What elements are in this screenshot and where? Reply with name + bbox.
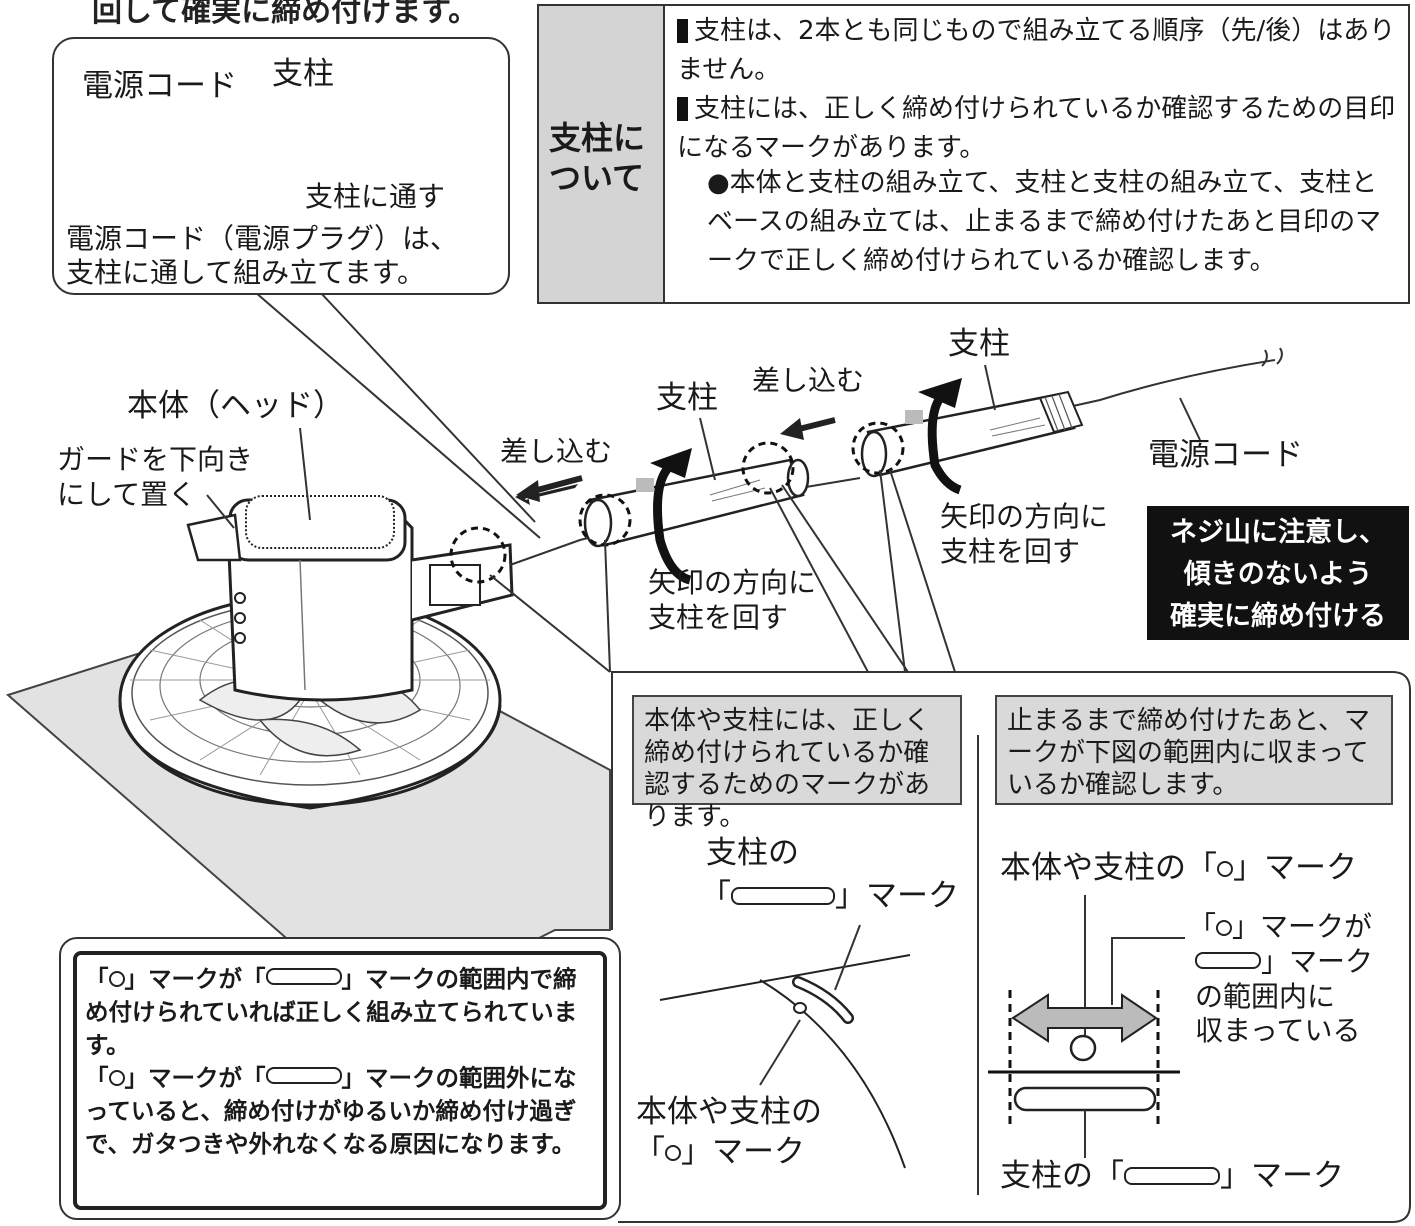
square-bullet-icon <box>677 19 688 43</box>
square-bullet-icon <box>677 97 688 121</box>
pass-through-label: 支柱に通す <box>305 180 446 213</box>
range-note-line1: 「」マークが <box>1188 910 1373 943</box>
cord-caption-line1: 電源コード（電源プラグ）は、 <box>66 222 459 255</box>
body-mark-label-line2: 「」マーク <box>634 1134 805 1170</box>
explanation-paragraph-2: 「」マークが「」マークの範囲外になっていると、締め付けがゆるいか締め付け過ぎで、… <box>85 1064 577 1158</box>
pill-mark-icon <box>265 1067 342 1084</box>
range-top-label: 本体や支柱の「」マーク <box>1000 850 1357 886</box>
pole-label-middle: 支柱 <box>656 380 718 416</box>
circle-mark-icon <box>108 1070 125 1086</box>
range-note-line4: 収まっている <box>1195 1014 1361 1047</box>
insert-label-right: 差し込む <box>752 364 865 397</box>
guard-note-line2: にして置く <box>57 478 197 511</box>
explanation-box: 「」マークが「」マークの範囲内で締め付けられていれば正しく組み立てられています。… <box>73 951 607 1210</box>
circle-mark-icon <box>1216 920 1233 936</box>
pole-mark-label-line1: 支柱の <box>706 835 799 871</box>
check-note-box: 止まるまで締め付けたあと、マークが下図の範囲内に収まっているか確認します。 <box>995 695 1393 805</box>
about-title-cell: 支柱について <box>539 6 665 302</box>
range-note-line3: の範囲内に <box>1195 980 1336 1013</box>
pill-mark-icon <box>1195 952 1261 969</box>
pole-right-icon <box>860 390 1084 478</box>
guard-note-line1: ガードを下向き <box>57 443 254 476</box>
detail-panel-outline <box>611 671 1411 1223</box>
about-sub-bullet: ●本体と支柱の組み立て、支柱と支柱の組み立て、支柱とベースの組み立ては、止まるま… <box>707 168 1382 276</box>
insert-arrow-left-icon <box>515 484 578 505</box>
pill-mark-icon <box>1124 1167 1220 1185</box>
range-note-line2: 」マーク <box>1195 945 1373 979</box>
circle-mark-icon <box>108 971 125 987</box>
warning-line3: 確実に締め付ける <box>1170 601 1386 632</box>
warning-line2: 傾きのないよう <box>1183 559 1373 590</box>
rotate-note-right-line1: 矢印の方向に <box>940 500 1109 533</box>
power-cord-label: 電源コード <box>1148 437 1303 473</box>
thread-warning-badge: ネジ山に注意し、 傾きのないよう 確実に締め付ける <box>1147 506 1409 640</box>
fan-body-icon <box>186 495 514 702</box>
rotate-note-left-line1: 矢印の方向に <box>648 566 817 599</box>
rotate-note-right-line2: 支柱を回す <box>940 535 1081 568</box>
circle-mark-icon <box>1217 861 1233 877</box>
rotate-note-left-line2: 支柱を回す <box>648 601 789 634</box>
body-mark-label-line1: 本体や支柱の <box>636 1094 822 1130</box>
warning-line1: ネジ山に注意し、 <box>1170 517 1386 548</box>
about-bullet-2: 支柱には、正しく締め付けられているか確認するための目印になるマークがあります。 <box>677 94 1396 163</box>
cord-caption-line2: 支柱に通して組み立てます。 <box>66 256 425 289</box>
explanation-paragraph-1: 「」マークが「」マークの範囲内で締め付けられていれば正しく組み立てられています。 <box>85 965 578 1059</box>
cord-callout <box>52 37 510 295</box>
pole-mark-detail-icon <box>659 924 911 1169</box>
about-title: 支柱について <box>549 119 646 197</box>
head-label: 本体（ヘッド） <box>127 388 344 424</box>
pole-middle-icon <box>583 458 810 548</box>
pill-mark-icon <box>731 887 835 905</box>
pole-label-right: 支柱 <box>948 326 1010 362</box>
pole-mark-label-line2: 「」マーク <box>700 878 959 914</box>
insert-label-left: 差し込む <box>500 435 613 468</box>
header-fragment: 回して確実に締め付けます。 <box>92 0 479 29</box>
pill-mark-icon <box>265 968 342 985</box>
mark-note-box: 本体や支柱には、正しく締め付けられているか確認するためのマークがあります。 <box>632 695 962 832</box>
about-poles-box: 支柱について 支柱は、2本とも同じもので組み立てる順序（先/後）はありません。 … <box>537 4 1410 304</box>
pole-label: 支柱 <box>272 56 334 92</box>
range-check-detail-icon <box>988 895 1185 1158</box>
about-bullet-1: 支柱は、2本とも同じもので組み立てる順序（先/後）はありません。 <box>677 16 1396 85</box>
range-bottom-label: 支柱の「」マーク <box>1000 1158 1344 1194</box>
circle-mark-icon <box>665 1145 681 1161</box>
cord-label: 電源コード <box>82 68 237 104</box>
